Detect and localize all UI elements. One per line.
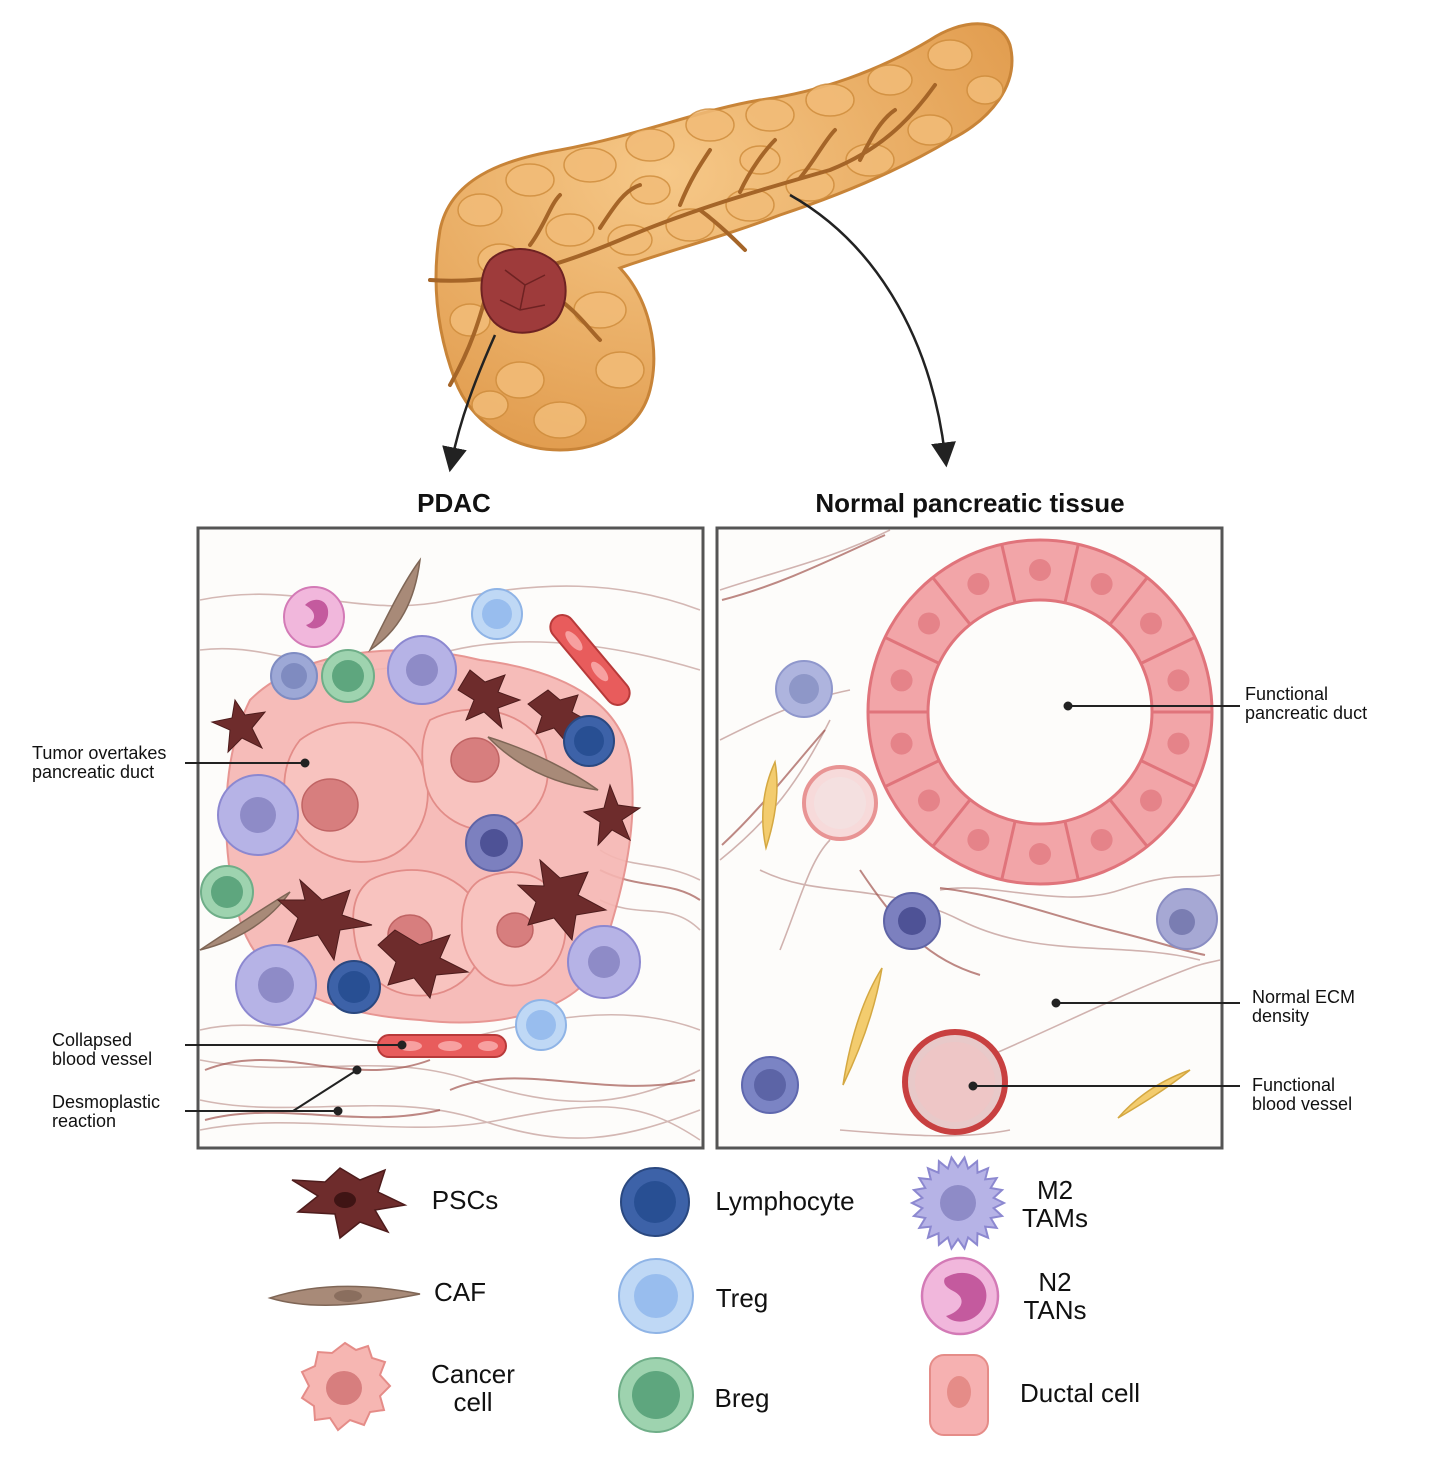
ductal-cell-nucleus	[1167, 669, 1190, 692]
arrow-to-normal	[789, 193, 956, 468]
normal-tissue-title: Normal pancreatic tissue	[815, 488, 1125, 518]
ductal-cell-border	[1140, 759, 1196, 788]
ductal-cell-nucleus	[890, 732, 913, 755]
functional-pancreatic-duct	[866, 538, 1214, 886]
pdac-panel	[196, 526, 705, 1150]
legend-icon-lymphocyte	[620, 1167, 690, 1237]
ductal-cell-border	[1063, 820, 1080, 881]
ductal-cell-nucleus	[1090, 573, 1113, 596]
ductal-cell-border	[1108, 798, 1149, 848]
legend-icon-treg	[618, 1258, 694, 1334]
legend-icon-m2-tams	[909, 1155, 1007, 1251]
legend-icon-pscs	[291, 1167, 408, 1240]
legend-label-treg: Treg	[715, 1283, 769, 1313]
pdac-immune-cells	[200, 586, 641, 1051]
ductal-cell-nucleus	[1029, 559, 1051, 581]
arrow-to-pdac	[442, 334, 497, 473]
ductal-cell-nucleus	[1140, 789, 1163, 812]
ductal-cell-nucleus	[1167, 732, 1190, 755]
ductal-cell-nucleus	[917, 789, 940, 812]
pancreas-organ	[428, 22, 1014, 452]
ductal-cell-nucleus	[917, 612, 940, 635]
legend-label-ductal-cell: Ductal cell	[1020, 1378, 1140, 1408]
legend-label-pscs: PSCs	[431, 1185, 499, 1215]
ductal-cell-border	[1108, 576, 1149, 626]
ductal-cell-border	[1063, 543, 1080, 604]
ductal-cell-nucleus	[1090, 828, 1113, 851]
ductal-cell-border	[1000, 543, 1017, 604]
leader-lines	[185, 701, 1240, 1116]
legend-icon-cancer-cell	[300, 1341, 392, 1432]
functional-blood-vessel	[902, 1029, 1008, 1135]
ductal-cell-border	[1000, 820, 1017, 881]
normal-panel	[715, 526, 1224, 1150]
legend-icon-caf	[267, 1285, 421, 1306]
pdac-title: PDAC	[417, 488, 491, 518]
ductal-cell-nucleus	[1029, 843, 1051, 865]
ductal-cell-border	[931, 798, 972, 848]
ductal-cell-nucleus	[890, 669, 913, 692]
ductal-cell-border	[884, 636, 940, 665]
ductal-cell-border	[931, 576, 972, 626]
ductal-cell-nucleus	[967, 828, 990, 851]
legend-label-breg: Breg	[714, 1383, 770, 1413]
legend-label-caf: CAF	[434, 1277, 486, 1307]
m2-tam-nucleus	[940, 1185, 976, 1221]
legend-label-lymphocyte: Lymphocyte	[715, 1186, 855, 1216]
ductal-cell-border	[1140, 636, 1196, 665]
legend-icon-n2-tans	[920, 1256, 1000, 1336]
collapsed-blood-vessel	[377, 1034, 507, 1058]
legend-icon-ductal-cell	[929, 1354, 989, 1436]
ductal-cell-nucleus	[1140, 612, 1163, 635]
ductal-cell-border	[884, 759, 940, 788]
ductal-cell-nucleus	[967, 573, 990, 596]
legend-icon-breg	[618, 1357, 694, 1433]
